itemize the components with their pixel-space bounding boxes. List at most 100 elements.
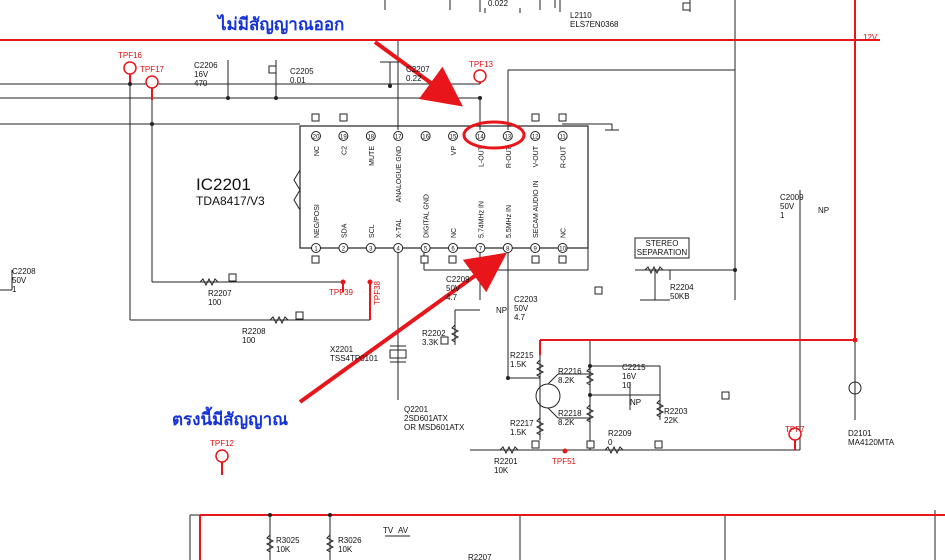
label-r2215: 1.5K: [510, 360, 527, 369]
ic-bottom-pin-1: [311, 243, 321, 253]
label-q2201: Q2201: [404, 405, 429, 414]
label-d2101: MA4120MTA: [848, 438, 895, 447]
stereo-box-line1: STEREO: [646, 239, 679, 248]
label-c2206: 16V: [194, 70, 209, 79]
ic-bottom-pin-label: SDA: [341, 223, 348, 238]
label-c2215: C2215: [622, 363, 646, 372]
resistors: [199, 265, 665, 553]
label-r2215: R2215: [510, 351, 534, 360]
label-c2209: 50V: [446, 284, 461, 293]
ic-bottom-pin-7: [475, 243, 486, 253]
ic-bottom-pin-num: 5: [424, 247, 428, 253]
label-c2206: 470: [194, 79, 208, 88]
ic-top-pin-label: R-OUT: [506, 145, 513, 168]
ic-top-pin-12: [530, 131, 541, 141]
ic-break-mark: [293, 169, 301, 211]
red-test-circles: [123, 61, 802, 463]
label-c2208: 1: [12, 285, 17, 294]
label-c2207: 0.22: [406, 74, 422, 83]
ic-top-pin-label: C2: [341, 146, 348, 155]
label-c2203: C2203: [514, 295, 538, 304]
ic-bottom-pin-10: [557, 243, 568, 253]
label-tvav-av: AV: [398, 526, 409, 535]
label-r3025: 10K: [276, 545, 291, 554]
ic-part: TDA8417/V3: [196, 194, 265, 208]
ic-top-pin-num: 19: [340, 135, 347, 141]
ic-bottom-pin-label: SCL: [369, 224, 376, 238]
label-x2201: X2201: [330, 345, 354, 354]
label-r2207: R2207: [208, 289, 232, 298]
junctions: [128, 82, 737, 517]
label-c2215: 16V: [622, 372, 637, 381]
ic-bottom-pin-num: 2: [342, 247, 346, 253]
note-has-signal: ตรงนี้มีสัญญาณ: [172, 406, 288, 430]
label-c2205: C2205: [290, 67, 314, 76]
ic-bottom-pin-4: [393, 243, 404, 253]
tpf13-label: TPF13: [469, 60, 494, 69]
ic-top-pin-num: 18: [367, 135, 374, 141]
ic-top-pin-15: [448, 131, 458, 141]
label-r2216: R2216: [558, 367, 582, 376]
label-r2201: 10K: [494, 466, 509, 475]
label-top_cap: 0.022: [488, 0, 509, 8]
label-q2201: 2SD601ATX: [404, 414, 449, 423]
label-q2201: OR MSD601ATX: [404, 423, 465, 432]
label-r2201: R2201: [494, 457, 518, 466]
tpf38-label: TPF38: [373, 280, 382, 305]
label-c2203: 50V: [514, 304, 529, 313]
ic-top-pin-11: [557, 131, 568, 141]
label-r2217: 1.5K: [510, 428, 527, 437]
label-c2009: 1: [780, 211, 785, 220]
label-np2: NP: [630, 398, 641, 407]
ic-bottom-pin-9: [530, 243, 541, 253]
ic-bottom-pin-2: [338, 243, 349, 253]
stereo-box-line2: SEPARATION: [637, 248, 688, 257]
label-c2009: 50V: [780, 202, 795, 211]
ic-bottom-pin-label: NEG/POSI: [314, 204, 321, 238]
label-r2203: 22K: [664, 416, 679, 425]
red-nodes: [340, 279, 858, 454]
arrow-no-signal: [373, 40, 463, 107]
label-c2009: C2009: [780, 193, 804, 202]
ic-top-pin-num: 16: [422, 135, 429, 141]
ic-top-pin-label: NC: [314, 146, 321, 156]
tpf12-label: TPF12: [210, 439, 235, 448]
label-r2207: 100: [208, 298, 222, 307]
ic-bottom-pin-num: 7: [479, 247, 483, 253]
label-c2215: 10: [622, 381, 631, 390]
highlight-ellipse: [462, 120, 526, 150]
label-r3026: R3026: [338, 536, 362, 545]
label-r3025: R3025: [276, 536, 300, 545]
component-labels: C220616V470C22050.01C22070.220.022L2110E…: [12, 0, 895, 560]
label-c2209: 4.7: [446, 293, 458, 302]
ic-top-pin-label: ANALOGUE GND: [396, 146, 403, 202]
label-c2208: C2208: [12, 267, 36, 276]
ic-top-pin-label: VP: [451, 146, 458, 156]
ic-top-pin-num: 12: [532, 135, 539, 141]
label-r2208: R2208: [242, 327, 266, 336]
ic-bottom-pin-label: SECAM AUDIO IN: [533, 180, 540, 238]
rail-12v-label: 12V: [863, 33, 878, 42]
ic-bottom-pin-8: [502, 243, 513, 253]
ic-bottom-pin-label: 5.74MHz IN: [478, 201, 485, 238]
tpf39-label: TPF39: [329, 288, 354, 297]
label-c2207: C2207: [406, 65, 430, 74]
ic-top-pin-17: [393, 131, 404, 141]
label-c2209: C2209: [446, 275, 470, 284]
label-x2201: TSS4TP0101: [330, 354, 379, 363]
tpf17-label: TPF17: [140, 65, 165, 74]
note-no-signal: ไม่มีสัญญาณออก: [216, 14, 344, 35]
label-r2216: 8.2K: [558, 376, 575, 385]
ic-top-pin-num: 17: [395, 135, 402, 141]
ic-bottom-pin-6: [448, 243, 458, 253]
ic-top-pin-label: V-OUT: [533, 145, 540, 167]
arrow-has-signal: [298, 252, 507, 404]
ic-bottom-pin-num: 4: [397, 247, 401, 253]
ic-top-pin-num: 13: [504, 135, 511, 141]
pads: [228, 65, 730, 449]
label-np1: NP: [496, 306, 507, 315]
ic-bottom-pin-3: [365, 243, 376, 253]
ic-top-pin-19: [338, 131, 349, 141]
